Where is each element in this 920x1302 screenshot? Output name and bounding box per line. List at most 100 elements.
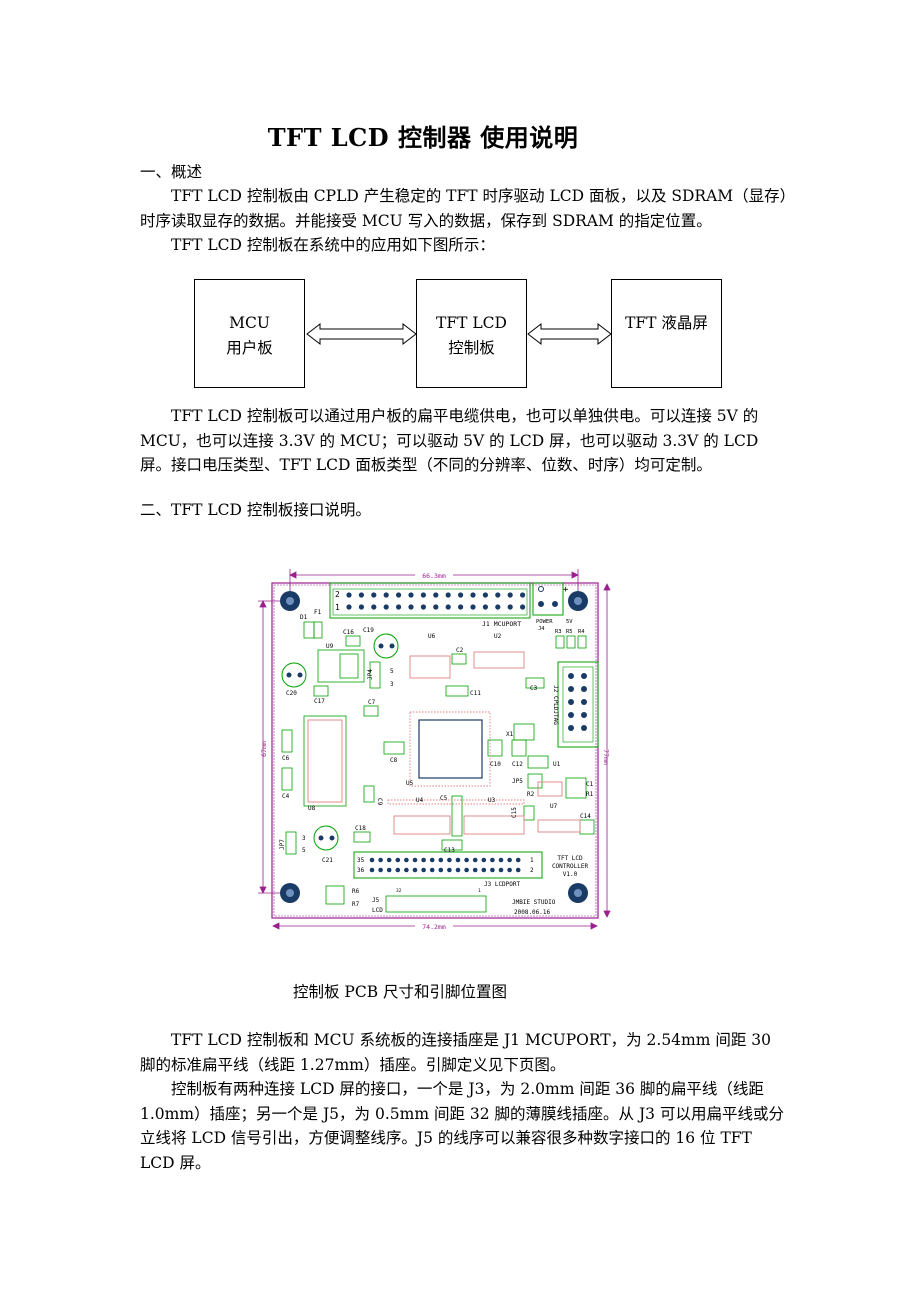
j3-pin <box>438 867 444 873</box>
j3-pin <box>438 857 444 863</box>
j1-pin <box>433 604 439 610</box>
j1-pin <box>482 592 488 598</box>
diagram-box-controller: TFT LCD 控制板 <box>416 279 527 388</box>
jp7-3-label: 3 <box>302 835 306 842</box>
j1-paragraph: TFT LCD 控制板和 MCU 系统板的连接插座是 J1 MCUPORT，为 … <box>140 1031 772 1074</box>
c7-label: C7 <box>368 699 376 706</box>
j3-pin <box>472 867 478 873</box>
j1-label: J1 MCUPORT <box>482 620 521 628</box>
r2-label: R2 <box>527 791 535 798</box>
fivev-label: 5V <box>566 619 573 625</box>
j1-pin <box>520 604 526 610</box>
j1-pin <box>346 592 352 598</box>
j3-pin2-label: 2 <box>530 867 534 874</box>
j1-pin <box>358 592 364 598</box>
j1-pin <box>470 604 476 610</box>
jp5-label: JP5 <box>512 778 523 785</box>
lcd-label: LCD <box>372 907 383 914</box>
j1-pin <box>396 604 402 610</box>
j1-pin <box>358 604 364 610</box>
c2-label: C2 <box>456 647 464 654</box>
j3-pin <box>507 867 512 873</box>
c13-label: C13 <box>444 847 455 854</box>
j1-connector <box>329 582 531 619</box>
j3-pin <box>464 857 469 863</box>
j3-pin <box>395 857 401 863</box>
j3-pin <box>481 857 487 863</box>
x1-label: X1 <box>506 731 514 738</box>
c14-label: C14 <box>580 813 591 820</box>
r7-label: R7 <box>352 901 360 908</box>
diagram-box-mcu-line2: 用户板 <box>226 338 273 357</box>
studio-label: JMBIE STUDIO <box>512 899 556 906</box>
j1-pin <box>420 592 426 598</box>
j2-label: J2 CPLDJTAG <box>552 685 559 725</box>
f1-label: F1 <box>314 609 322 616</box>
fpc-pin1-label: 1 <box>478 888 481 894</box>
j3-pin <box>498 857 504 863</box>
fpc-pin32-label: 32 <box>396 888 402 894</box>
dim-bottom-label: 74.2mm <box>422 923 446 931</box>
c1-label: C1 <box>586 781 594 788</box>
c10-label: C10 <box>490 761 501 768</box>
j1-pin <box>470 592 476 598</box>
c11-label: C11 <box>470 690 481 697</box>
c20-label: C20 <box>286 690 297 697</box>
j1-pin <box>408 592 414 598</box>
j1-pin <box>445 604 451 610</box>
jp4-3-label: 3 <box>390 681 394 688</box>
overview-paragraph-1: TFT LCD 控制板由 CPLD 产生稳定的 TFT 时序驱动 LCD 面板，… <box>140 187 788 230</box>
j5-label: J5 <box>372 897 380 904</box>
lcd-interface-paragraph: 控制板有两种连接 LCD 屏的接口，一个是 J3，为 2.0mm 间距 36 脚… <box>140 1080 784 1172</box>
dim-left-label: 67mm <box>260 741 268 757</box>
figure-caption: 控制板 PCB 尺寸和引脚位置图 <box>293 983 508 1001</box>
j3-pin <box>421 857 426 863</box>
j1-pin <box>433 592 439 598</box>
c15-label: C15 <box>511 807 518 818</box>
j3-pin <box>464 867 469 873</box>
u7-label: U7 <box>550 803 558 810</box>
j1-pin <box>520 592 526 598</box>
diagram-box-controller-line2: 控制板 <box>448 338 495 357</box>
j3-pin <box>455 857 461 863</box>
controller-line2: CONTROLLER <box>552 863 589 870</box>
c6-label: C6 <box>282 755 290 762</box>
u3-label: U3 <box>488 797 496 804</box>
j3-pin <box>515 857 521 863</box>
j3-pin1-label: 1 <box>530 857 534 864</box>
page-title: TFT LCD 控制器 使用说明 <box>267 123 579 152</box>
j3-pin <box>386 857 392 863</box>
j1-pin <box>383 592 389 598</box>
diagram-box-lcd: TFT 液晶屏 <box>611 279 722 388</box>
j1-pin1-label: 1 <box>335 603 340 612</box>
j3-pin <box>378 867 383 873</box>
section-heading-overview: 一、概述 <box>140 163 203 181</box>
diagram-arrows <box>306 322 612 346</box>
c16-label: C16 <box>343 629 354 636</box>
j3-pin <box>472 857 478 863</box>
j3-pin36-label: 36 <box>357 867 365 874</box>
j3-pin <box>447 867 452 873</box>
j1-pin <box>371 592 377 598</box>
j3-pin <box>429 867 435 873</box>
j1-pin2-label: 2 <box>335 590 340 599</box>
j3-pin <box>447 857 452 863</box>
r1-label: R1 <box>586 791 594 798</box>
double-arrow-icon <box>527 322 612 346</box>
r6-label: R6 <box>352 888 360 895</box>
u1-label: U1 <box>553 761 561 768</box>
jp7-5-label: 5 <box>302 847 306 854</box>
j1-pin <box>507 592 513 598</box>
mounting-holes <box>280 591 588 903</box>
j1-pin <box>495 592 501 598</box>
j1-pin <box>458 592 464 598</box>
j1-pin <box>458 604 464 610</box>
j2-connector <box>557 661 599 748</box>
j1-pin <box>507 604 513 610</box>
j3-pin <box>378 857 383 863</box>
j3-label: J3 LCDPORT <box>484 881 521 888</box>
jp7-label: JP7 <box>279 839 286 850</box>
j3-pin <box>490 857 495 863</box>
j1-pin <box>445 592 451 598</box>
j3-pin <box>421 867 426 873</box>
